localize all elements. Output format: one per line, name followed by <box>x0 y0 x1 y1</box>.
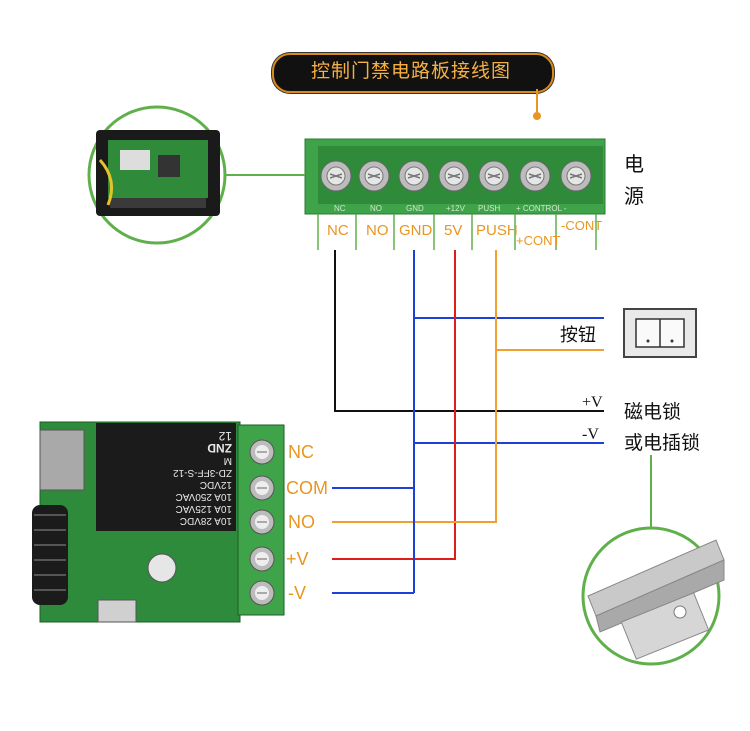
lock-label-1: 磁电锁 <box>624 401 682 423</box>
relay-rating-2: 10A 125VAC <box>175 503 232 514</box>
terminal-label-pos-cont: +CONT <box>516 233 561 248</box>
relay-voltage: 12VDC <box>199 479 232 490</box>
line-label-pos: +V <box>582 394 603 411</box>
module-label-pos-v: +V <box>286 549 309 569</box>
relay-mark: M <box>223 455 232 466</box>
title-badge <box>272 53 554 93</box>
relay-model: ZD-3FF-S-12 <box>173 467 232 478</box>
silk-push: PUSH <box>478 204 501 213</box>
terminal-label-push: PUSH <box>476 222 518 239</box>
wire-blue-gnd <box>332 250 415 489</box>
module-label-no: NO <box>288 512 315 532</box>
silk-control: + CONTROL - <box>516 204 567 213</box>
module-screws <box>249 439 275 606</box>
silk-gnd: GND <box>406 204 424 213</box>
board-silkscreen: NC NO GND +12V PUSH + CONTROL - <box>318 204 603 216</box>
terminal-label-gnd: GND <box>399 222 433 239</box>
title-connector-dot <box>533 112 541 120</box>
module-label-nc: NC <box>288 442 314 462</box>
button-label: 按钮 <box>560 325 596 346</box>
terminal-label-nc: NC <box>327 222 349 239</box>
silk-nc: NC <box>334 204 346 213</box>
relay-print: 10A 28VDC 10A 125VAC 10A 250VAC 12VDC ZD… <box>100 429 232 526</box>
relay-brand: ZND <box>207 441 232 455</box>
silk-no: NO <box>370 204 382 213</box>
relay-rating-3: 10A 250VAC <box>175 491 232 502</box>
module-label-neg-v: -V <box>288 583 306 603</box>
terminal-label-no: NO <box>366 222 389 239</box>
terminal-screws <box>320 160 592 192</box>
module-label-com: COM <box>286 478 328 498</box>
silk-12v: +12V <box>446 204 465 213</box>
terminal-separators <box>317 214 597 250</box>
relay-rating-1: 10A 28VDC <box>179 515 232 526</box>
power-label-1: 电 <box>624 152 644 176</box>
lock-photo-icon <box>587 539 725 660</box>
terminal-label-neg-cont: -CONT <box>561 218 603 233</box>
terminal-label-5v: 5V <box>444 222 463 239</box>
wire-red-5v <box>332 250 456 560</box>
wire-orange-push <box>332 250 497 523</box>
line-label-neg: -V <box>582 426 599 443</box>
wire-black <box>334 250 604 412</box>
controller-photo-icon <box>96 130 220 216</box>
power-label-2: 源 <box>624 184 644 208</box>
relay-module <box>32 421 285 623</box>
diagram-title: 控制门禁电路板接线图 <box>310 60 511 82</box>
lock-label-2: 或电插锁 <box>624 432 701 454</box>
